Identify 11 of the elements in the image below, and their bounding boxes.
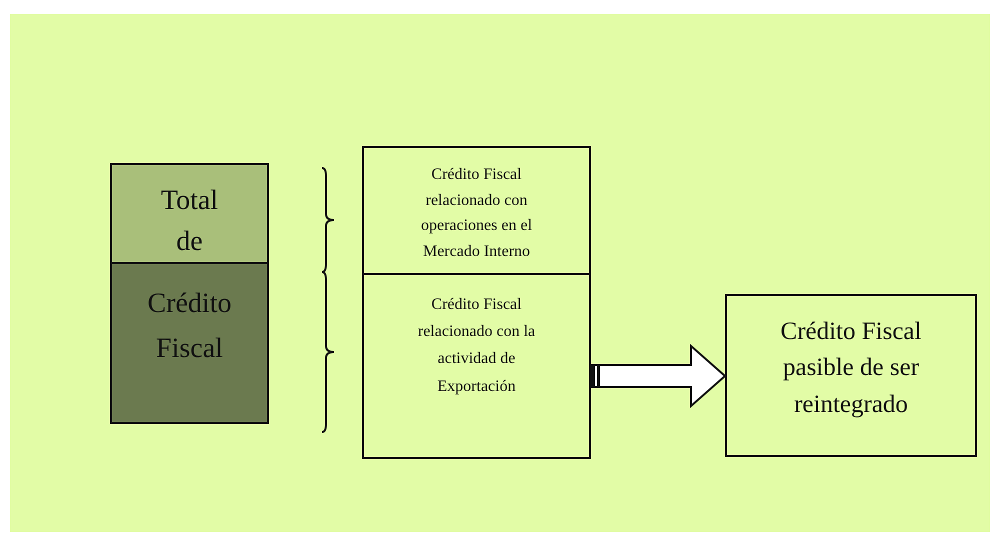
box-label: Crédito Fiscal relacionado con operaciones en el Mercado Interno [420, 165, 534, 262]
box-label: Total de [160, 184, 220, 259]
stacked-box [110, 163, 269, 264]
box-label: Crédito Fiscal pasible de ser reintegrado [780, 317, 922, 420]
stacked-box [110, 262, 269, 424]
box-label: Crédito Fiscal relacionado con la actividad de Exportación [416, 295, 536, 397]
process-box [725, 294, 977, 457]
block-arrow [591, 345, 726, 407]
process-box [362, 146, 591, 275]
box-label: Crédito Fiscal [146, 287, 232, 366]
process-box [362, 273, 591, 459]
